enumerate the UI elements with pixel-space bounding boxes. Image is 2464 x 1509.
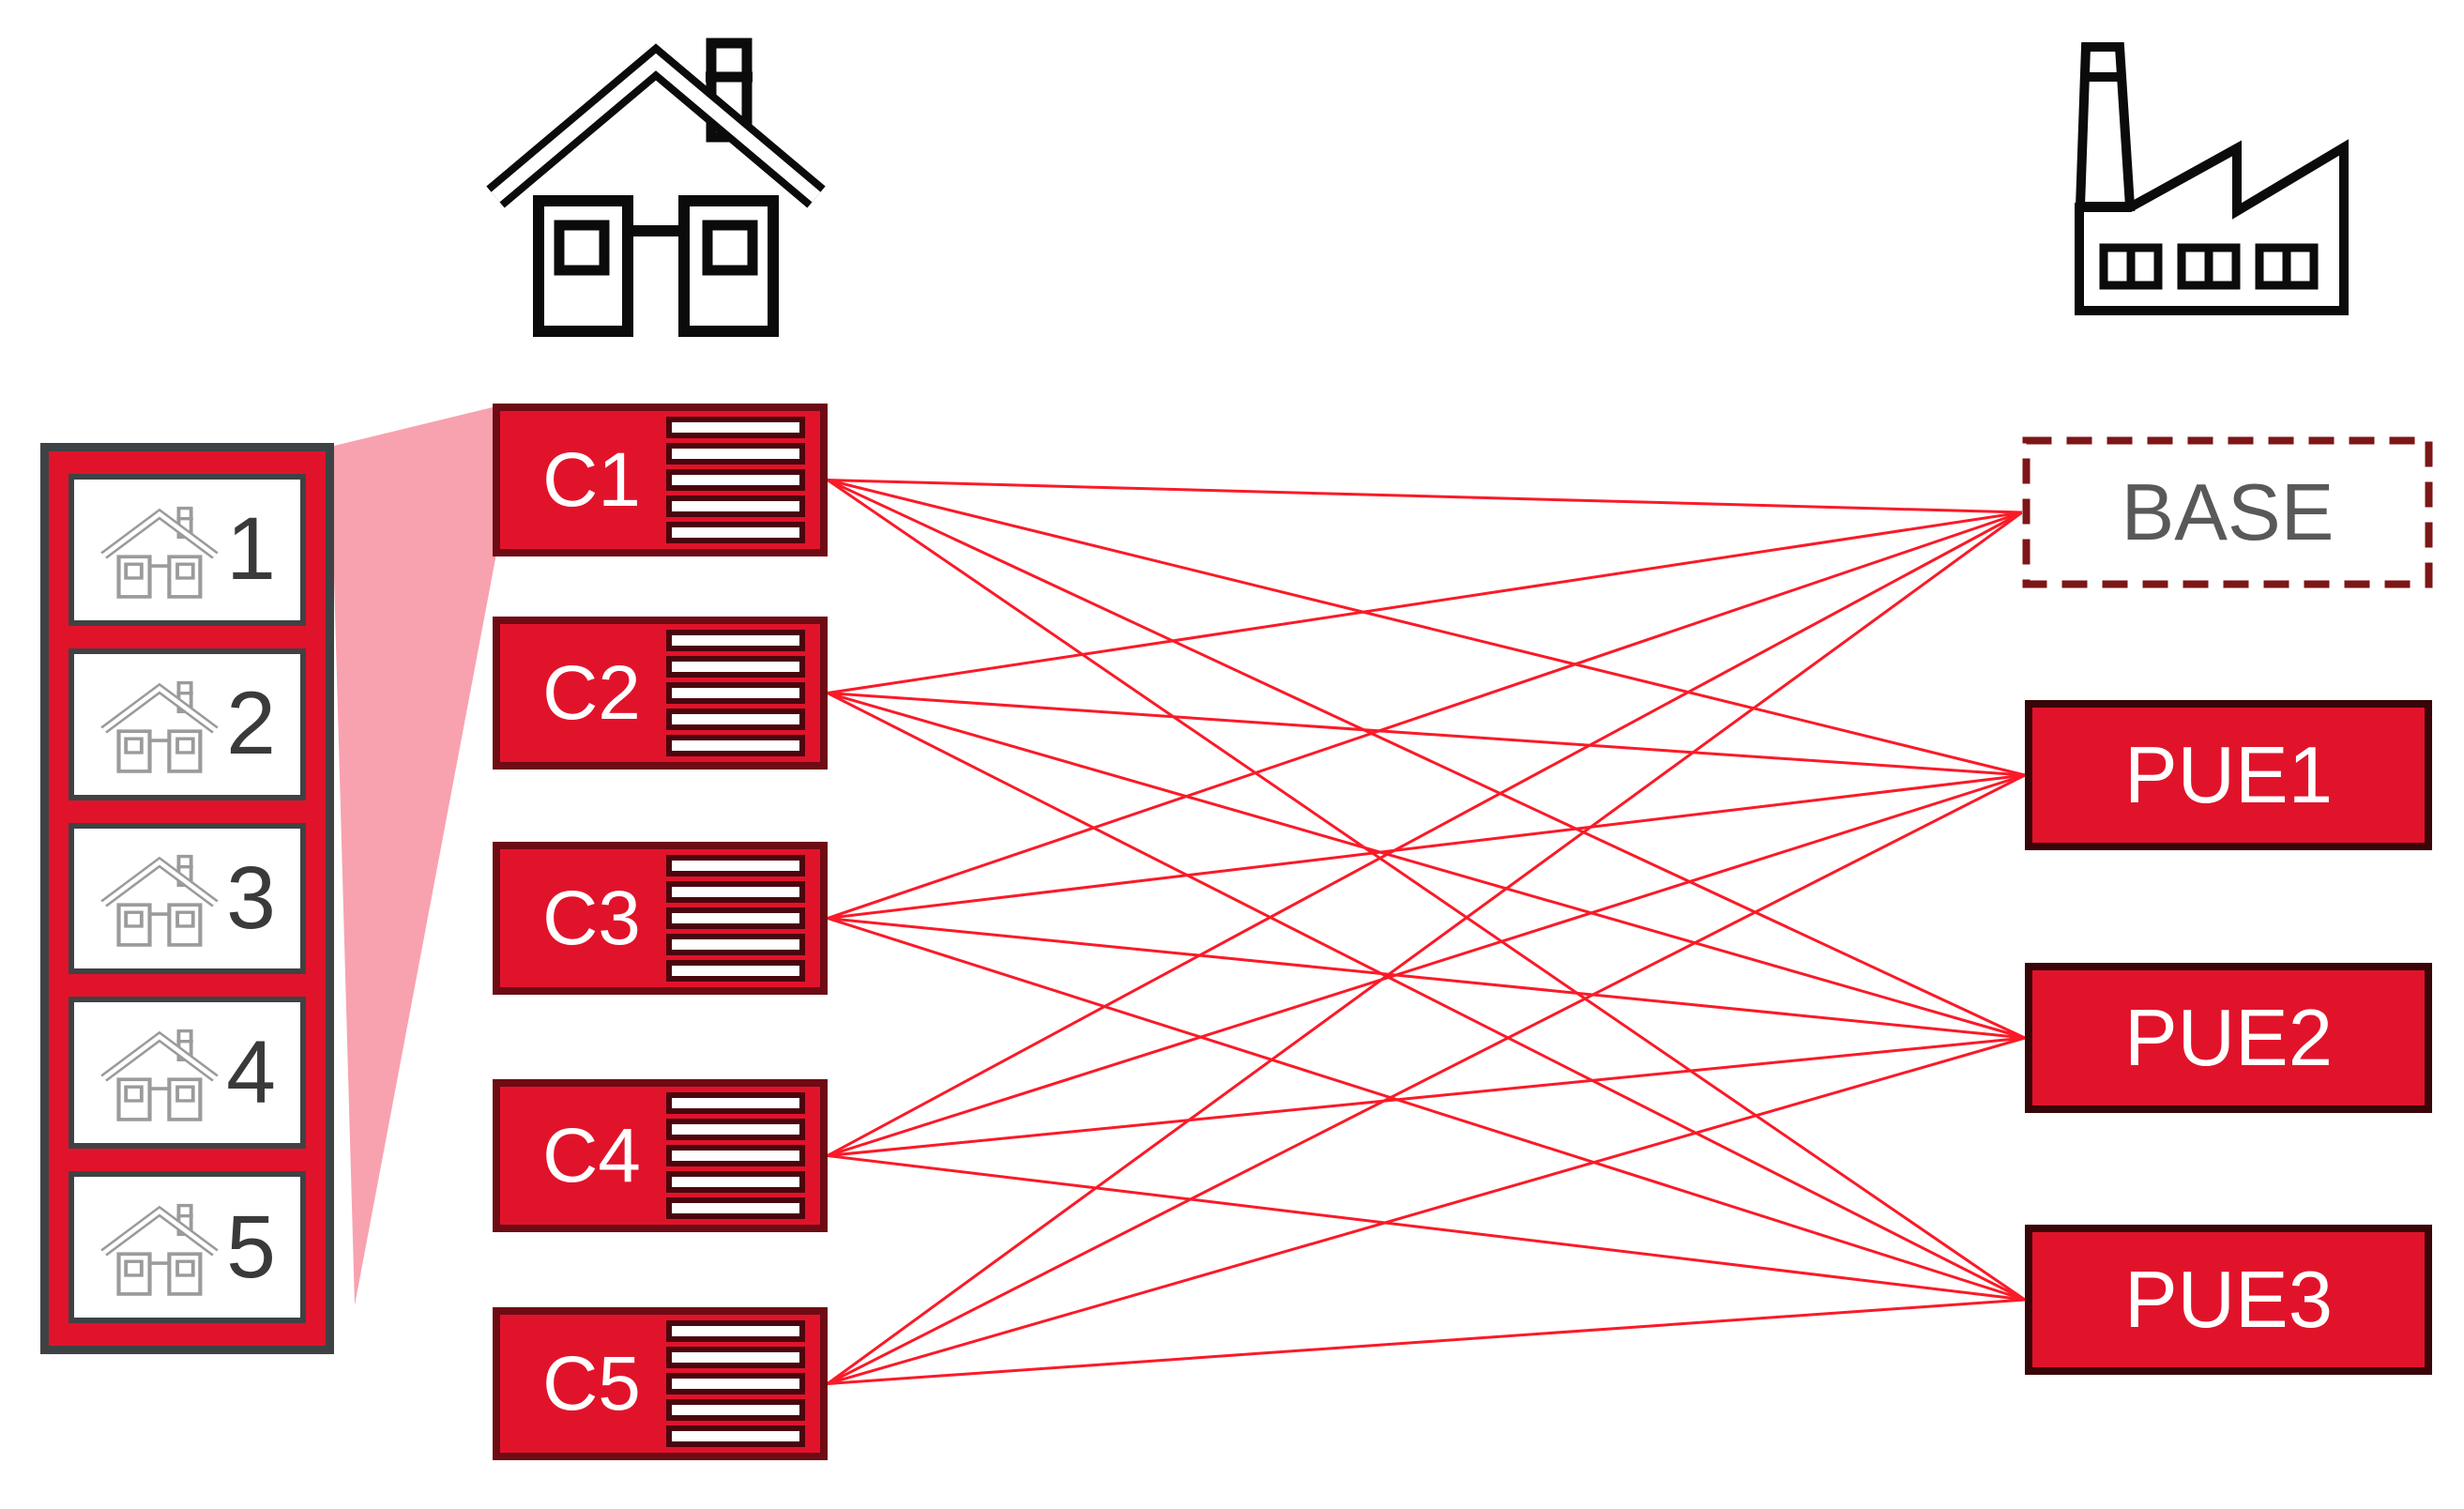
house-icon [99,1197,222,1297]
household-item-2: 2 [68,648,306,800]
house-icon [99,500,222,600]
program-box-pue2: PUE2 [2025,963,2432,1113]
connector-line-C4-PUE2 [827,1036,2026,1157]
factory-icon [2072,36,2353,319]
connector-line-C5-BASE [827,511,2023,1385]
cluster-box-c3: C3 [493,842,828,995]
household-number: 4 [226,1022,276,1122]
connector-line-C4-BASE [827,511,2023,1157]
household-number: 5 [226,1197,276,1297]
program-label: PUE3 [2123,1255,2334,1345]
list-icon [666,1320,805,1447]
cluster-label: C5 [542,1340,641,1426]
cluster-label: C2 [542,649,641,736]
cluster-label: C1 [542,436,641,523]
program-label: PUE2 [2123,993,2334,1083]
dashed-border [2022,436,2433,588]
connector-line-C2-PUE1 [827,692,2026,777]
connector-line-C1-BASE [827,479,2023,514]
connector-line-C3-PUE3 [827,917,2026,1302]
list-icon [666,855,805,982]
program-label: PUE1 [2123,730,2334,820]
house-icon [99,675,222,774]
zoom-callout-wedge [330,406,496,1305]
cluster-box-c2: C2 [493,617,828,770]
connector-line-C4-PUE3 [827,1154,2026,1302]
connector-line-C2-BASE [827,511,2023,694]
cluster-box-c5: C5 [493,1307,828,1460]
connector-line-C3-PUE2 [827,917,2026,1040]
list-icon [666,630,805,756]
program-box-pue3: PUE3 [2025,1225,2432,1375]
cluster-box-c4: C4 [493,1079,828,1232]
connector-line-C5-PUE3 [827,1298,2026,1385]
program-label: BASE [2121,467,2335,557]
connector-line-C5-PUE1 [827,773,2026,1385]
list-icon [666,1092,805,1219]
connector-line-C1-PUE2 [827,479,2026,1040]
list-icon [666,417,805,543]
house-icon [480,17,837,341]
household-item-5: 5 [68,1171,306,1323]
connector-line-C2-PUE2 [827,692,2026,1040]
household-number: 1 [226,499,276,600]
household-number: 2 [226,674,276,774]
cluster-label: C3 [542,875,641,961]
household-item-4: 4 [68,997,306,1150]
cluster-label: C4 [542,1112,641,1198]
connector-line-C5-PUE2 [827,1036,2026,1385]
cluster-box-c1: C1 [493,404,828,556]
connector-line-C1-PUE1 [827,479,2026,777]
connector-line-C4-PUE1 [827,773,2026,1157]
house-icon [99,1023,222,1122]
household-item-3: 3 [68,822,306,975]
connector-line-C3-PUE1 [827,773,2026,920]
household-number: 3 [226,847,276,948]
households-panel: 1 2 3 4 5 [40,443,334,1354]
house-icon [99,848,222,948]
connector-line-C1-PUE3 [827,479,2026,1302]
household-item-1: 1 [68,474,306,626]
program-box-base: BASE [2022,436,2433,588]
connector-line-C2-PUE3 [827,692,2026,1302]
program-box-pue1: PUE1 [2025,700,2432,850]
connector-line-C3-BASE [827,511,2023,920]
